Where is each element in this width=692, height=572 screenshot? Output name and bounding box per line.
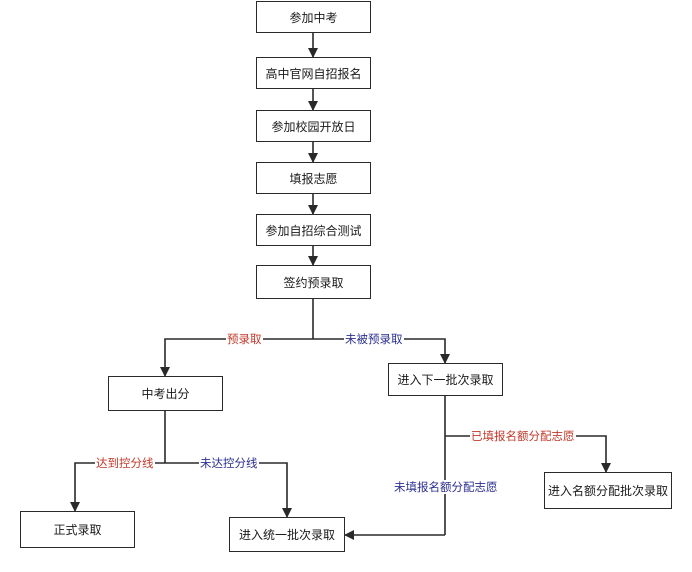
node-fill-choice: 填报志愿 [256, 162, 371, 194]
edge-label-not-pre-admitted: 未被预录取 [344, 332, 404, 346]
node-next-batch: 进入下一批次录取 [388, 363, 503, 396]
arrow-to-formal-admission [70, 462, 165, 512]
edge-label-not-reach-line: 未达控分线 [199, 456, 259, 470]
node-exam-score: 中考出分 [108, 376, 223, 411]
node-comprehensive-test: 参加自招综合测试 [256, 214, 371, 246]
edge-label-quota-not-filled: 未填报名额分配志愿 [393, 480, 499, 494]
node-join-exam: 参加中考 [256, 1, 371, 33]
node-formal-admission: 正式录取 [20, 511, 135, 548]
node-quota-batch: 进入名额分配批次录取 [544, 472, 672, 509]
node-open-day: 参加校园开放日 [256, 110, 371, 142]
edge-label-quota-filled: 已填报名额分配志愿 [470, 429, 576, 443]
edge-label-reach-line: 达到控分线 [95, 456, 155, 470]
arrow-to-unified-batch [165, 462, 292, 518]
node-unified-batch: 进入统一批次录取 [229, 517, 345, 552]
node-online-signup: 高中官网自招报名 [256, 57, 371, 89]
arrow-to-exam-score [160, 338, 313, 377]
node-sign-pre-admission: 签约预录取 [256, 265, 371, 299]
edge-label-pre-admitted: 预录取 [226, 332, 263, 346]
